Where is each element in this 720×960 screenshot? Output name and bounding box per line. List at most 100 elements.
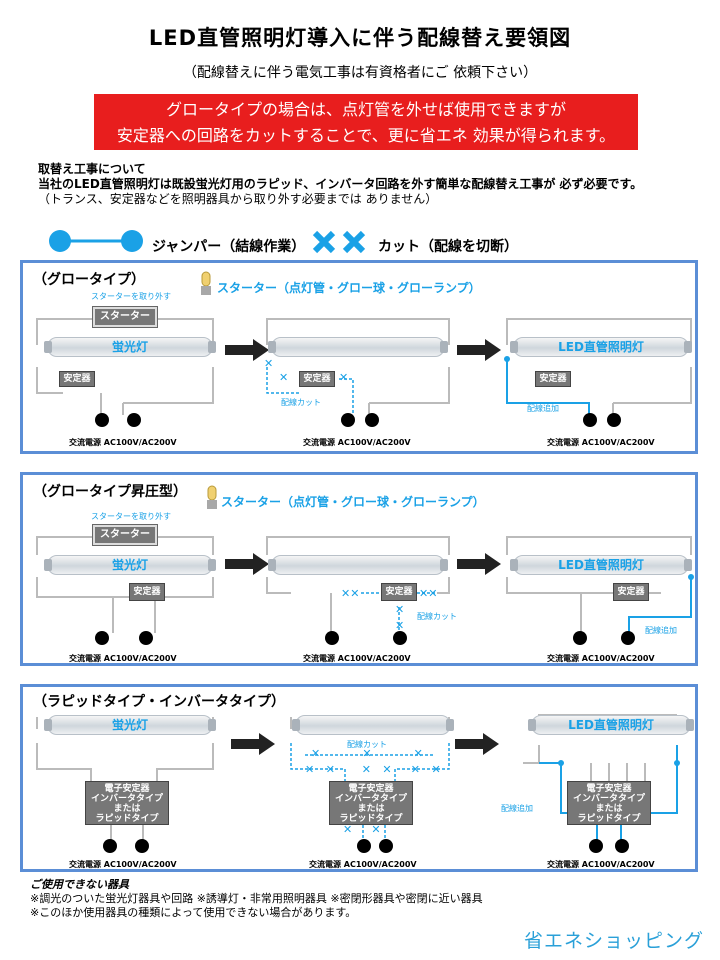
terminal-dot — [325, 631, 339, 645]
arrow-icon — [457, 553, 501, 575]
ac-source-label: 交流電源 AC100V/AC200V — [547, 860, 655, 869]
notes-line-2: （トランス、安定器などを照明器具から取り外す必要までは ありません） — [38, 192, 438, 206]
arrow-icon — [225, 339, 269, 361]
led-label: LED直管照明灯 — [568, 718, 654, 732]
wire-cut-label: 配線カット — [347, 740, 387, 749]
fluorescent-lamp — [268, 337, 448, 357]
terminal-dot — [95, 631, 109, 645]
notes-heading: 取替え工事について — [38, 162, 146, 176]
stage2-wires — [266, 536, 450, 633]
stage3-wires — [506, 536, 694, 633]
ac-source-label: 交流電源 AC100V/AC200V — [303, 438, 411, 447]
fluorescent-label: 蛍光灯 — [111, 558, 148, 572]
wire-add-label: 配線追加 — [645, 626, 677, 635]
remove-starter-label: スターターを取り外す — [91, 292, 171, 301]
cut-mark-icon: ✕ ✕ ✕ — [311, 747, 423, 760]
fluorescent-label: 蛍光灯 — [111, 340, 148, 354]
panel-rapid-inverter-type: （ラピッドタイプ・インバータタイプ） 蛍光灯 電子安定器 インバータタイプ また… — [20, 684, 698, 872]
stage1-wires — [36, 318, 214, 415]
warning-line-1: グロータイプの場合は、点灯管を外せば使用できますが — [165, 100, 566, 119]
eb-line-4: ラピッドタイプ — [577, 814, 641, 824]
electronic-ballast-box: 電子安定器 インバータタイプ または ラピッドタイプ — [567, 781, 651, 825]
led-label: LED直管照明灯 — [558, 558, 644, 572]
notes: 取替え工事について 当社のLED直管照明灯は既設蛍光灯用のラピッド、インバータ回… — [38, 162, 642, 207]
warning-banner: グロータイプの場合は、点灯管を外せば使用できますが 安定器への回路をカットするこ… — [94, 94, 638, 150]
ac-source-label: 交流電源 AC100V/AC200V — [69, 860, 177, 869]
cut-mark-icon: ✕ — [395, 619, 405, 632]
footer-line-2: ※このほか使用器具の種類によって使用できない場合があります。 — [30, 906, 357, 919]
stage3-wires — [504, 318, 692, 415]
jumper-legend-icon — [49, 230, 143, 252]
arrow-icon — [455, 733, 499, 755]
terminal-dot — [583, 413, 597, 427]
ac-source-label: 交流電源 AC100V/AC200V — [303, 654, 411, 663]
cut-mark-icon: ✕✕ — [341, 587, 360, 600]
ballast-box: 安定器 — [129, 583, 165, 601]
cut-mark-icon: ✕ — [339, 371, 349, 384]
fluorescent-lamp: 蛍光灯 — [44, 337, 216, 357]
cut-legend-icon — [312, 230, 366, 254]
remove-starter-label: スターターを取り外す — [91, 512, 171, 521]
ac-source-label: 交流電源 AC100V/AC200V — [69, 654, 177, 663]
starter-bulb-icon — [201, 271, 211, 295]
terminal-dot — [103, 839, 117, 853]
starter-bulb-icon — [207, 485, 217, 509]
terminal-dot — [379, 839, 393, 853]
electronic-ballast-box: 電子安定器 インバータタイプ または ラピッドタイプ — [329, 781, 413, 825]
terminal-dot — [621, 631, 635, 645]
cut-mark-icon: ✕ — [264, 357, 274, 370]
panel-rapid-title: （ラピッドタイプ・インバータタイプ） — [33, 694, 285, 710]
starter-description: スターター（点灯管・グロー球・グローランプ） — [221, 495, 485, 509]
terminal-dot — [135, 839, 149, 853]
eb-line-2: インバータタイプ — [334, 794, 407, 804]
led-label: LED直管照明灯 — [558, 340, 644, 354]
eb-line-1: 電子安定器 — [586, 784, 632, 794]
ballast-box: 安定器 — [381, 583, 417, 601]
ballast-box: 安定器 — [613, 583, 649, 601]
ac-source-label: 交流電源 AC100V/AC200V — [309, 860, 417, 869]
terminal-dot — [127, 413, 141, 427]
terminal-dot — [393, 631, 407, 645]
eb-line-3: または — [113, 804, 141, 814]
panel-glow-title: （グロータイプ） — [33, 272, 145, 288]
cut-mark-icon: ✕ ✕ ✕ ✕ ✕ ✕ — [305, 763, 441, 776]
footer-line-1: ※調光のついた蛍光灯器具や回路 ※誘導灯・非常用照明器具 ※密閉形器具や密閉に近… — [30, 892, 483, 905]
wire-cut-label: 配線カット — [417, 612, 457, 621]
brand-logo: 省エネショッピング — [523, 930, 704, 952]
notes-line-1: 当社のLED直管照明灯は既設蛍光灯用のラピッド、インバータ回路を外す簡単な配線替… — [38, 177, 643, 191]
eb-line-3: または — [595, 804, 623, 814]
cut-mark-icon: ✕✕ — [419, 587, 438, 600]
ac-source-label: 交流電源 AC100V/AC200V — [547, 654, 655, 663]
fluorescent-lamp: 蛍光灯 — [44, 715, 216, 735]
eb-line-4: ラピッドタイプ — [95, 814, 159, 824]
footer-heading: ご使用できない器具 — [30, 878, 129, 891]
starter-description: スターター（点灯管・グロー球・グローランプ） — [217, 281, 481, 295]
ac-source-label: 交流電源 AC100V/AC200V — [69, 438, 177, 447]
eb-line-1: 電子安定器 — [348, 784, 394, 794]
eb-line-3: または — [357, 804, 385, 814]
terminal-dot — [365, 413, 379, 427]
ballast-box: 安定器 — [59, 371, 95, 387]
eb-line-2: インバータタイプ — [90, 794, 163, 804]
wire-add-label: 配線追加 — [501, 804, 533, 813]
eb-line-1: 電子安定器 — [104, 784, 150, 794]
arrow-icon — [457, 339, 501, 361]
electronic-ballast-box: 電子安定器 インバータタイプ または ラピッドタイプ — [85, 781, 169, 825]
led-lamp: LED直管照明灯 — [510, 337, 692, 357]
cut-mark-icon: ✕ — [279, 371, 289, 384]
ballast-box: 安定器 — [535, 371, 571, 387]
stage2-wires — [266, 318, 450, 415]
cut-mark-icon: ✕ — [395, 603, 405, 616]
terminal-dot — [615, 839, 629, 853]
terminal-dot — [573, 631, 587, 645]
arrow-icon — [225, 553, 269, 575]
panel-glow-type: （グロータイプ） スターター（点灯管・グロー球・グローランプ） スターターを取り… — [20, 260, 698, 454]
fluorescent-lamp — [268, 555, 448, 575]
led-lamp: LED直管照明灯 — [528, 715, 694, 735]
page-title: LED直管照明灯導入に伴う配線替え要領図 — [148, 26, 572, 50]
ballast-box: 安定器 — [299, 371, 335, 387]
wire-add-label: 配線追加 — [527, 404, 559, 413]
panel-glow-boost-title: （グロータイプ昇圧型） — [33, 484, 187, 500]
jumper-legend-label: ジャンパー（結線作業） — [152, 239, 306, 255]
starter-box: スターター — [92, 524, 158, 546]
